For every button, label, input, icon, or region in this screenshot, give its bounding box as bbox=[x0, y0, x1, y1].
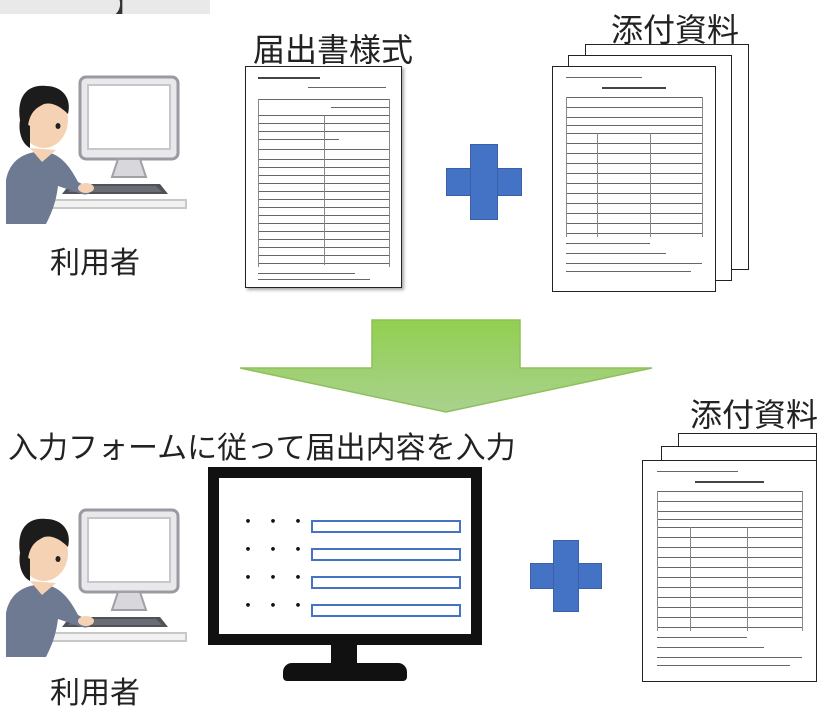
user-at-computer-icon-bottom bbox=[6, 508, 187, 657]
instruction-text: 入力フォームに従って届出内容を入力 bbox=[8, 431, 516, 466]
monitor-stand-base bbox=[283, 663, 407, 681]
form-input-field[interactable] bbox=[311, 604, 461, 617]
user-at-computer-icon bbox=[6, 75, 187, 224]
form-input-field[interactable] bbox=[311, 576, 461, 589]
form-input-field[interactable] bbox=[311, 520, 461, 533]
form-title-label: 届出書様式 bbox=[253, 31, 414, 69]
attachments-label-top: 添付資料 bbox=[611, 11, 740, 49]
form-row-dots: ・・・ bbox=[239, 540, 314, 561]
form-input-field[interactable] bbox=[311, 548, 461, 561]
plus-icon-bottom bbox=[530, 540, 602, 612]
user-label-top: 利用者 bbox=[50, 246, 140, 281]
form-document bbox=[245, 66, 402, 288]
monitor-icon: ・・・ ・・・ ・・・ ・・・ bbox=[208, 467, 482, 645]
plus-icon bbox=[446, 144, 522, 220]
attachments-label-bottom: 添付資料 bbox=[690, 396, 817, 434]
down-arrow-icon bbox=[239, 319, 653, 413]
user-label-bottom: 利用者 bbox=[50, 676, 140, 711]
top-caption-fragment: 】 bbox=[115, 0, 138, 14]
form-row-dots: ・・・ bbox=[239, 568, 314, 589]
attachment-document-top bbox=[552, 66, 716, 292]
top-caption-strip: 】 bbox=[0, 0, 210, 14]
form-row-dots: ・・・ bbox=[239, 512, 314, 533]
form-row-dots: ・・・ bbox=[239, 596, 314, 617]
attachment-document-bottom bbox=[642, 460, 817, 682]
